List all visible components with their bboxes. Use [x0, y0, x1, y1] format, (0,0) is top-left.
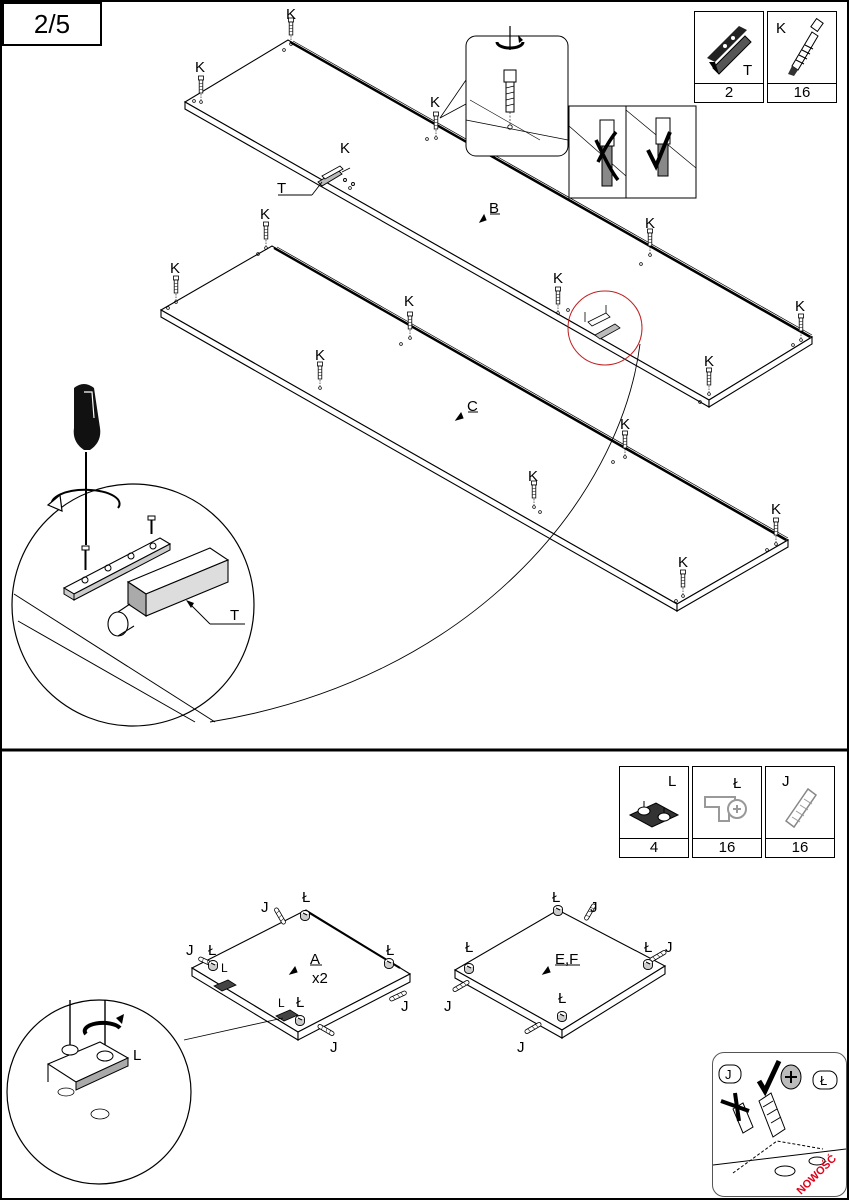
label-j: J	[261, 899, 269, 916]
zoom-inset-bolt	[439, 26, 569, 157]
label-j: J	[665, 939, 673, 956]
part-box-l: L 4	[619, 766, 689, 858]
part-letter: L	[668, 773, 677, 790]
bolt-depth-comparison	[568, 105, 697, 199]
leader-curve	[209, 343, 641, 723]
label-panel-ef: E,F	[555, 951, 578, 968]
label-l: L	[278, 996, 285, 1010]
label-k: K	[430, 94, 440, 111]
step-indicator: 2/5	[2, 2, 102, 46]
label-panel-b: B	[489, 200, 499, 217]
label-l: L	[133, 1047, 141, 1064]
warning-label-j: J	[725, 1067, 732, 1082]
dowel-vs-camlock-note: J Ł NOWOŚĆ	[712, 1052, 847, 1197]
wooden-dowel-icon	[784, 787, 818, 829]
label-l-stroke: Ł	[208, 942, 216, 959]
label-t: T	[230, 607, 239, 624]
part-letter: K	[776, 20, 787, 37]
label-panel-a-qty: x2	[312, 970, 328, 987]
part-box-t: T 2	[694, 11, 764, 103]
label-k: K	[771, 501, 781, 518]
part-box-k: K 16	[767, 11, 837, 103]
label-panel-c: C	[467, 398, 478, 415]
part-qty: 16	[693, 838, 761, 857]
label-k: K	[795, 298, 805, 315]
part-qty: 4	[620, 838, 688, 857]
panel-ef	[453, 909, 667, 1039]
cam-lock-fitting-icon	[707, 26, 752, 75]
part-box-j: J 16	[765, 766, 835, 858]
label-k: K	[195, 59, 205, 76]
part-qty: 2	[695, 83, 763, 102]
label-j: J	[401, 998, 409, 1015]
t-fitting-small	[317, 165, 355, 187]
label-l-stroke: Ł	[558, 990, 566, 1007]
detail-circle-fitting	[11, 384, 255, 727]
cam-bolt-icon	[788, 17, 824, 76]
panel-c	[159, 245, 790, 612]
label-t: T	[277, 180, 286, 197]
label-j: J	[590, 899, 598, 916]
label-j: J	[186, 942, 194, 959]
label-k: K	[553, 270, 563, 287]
label-l-stroke: Ł	[386, 942, 394, 959]
label-j: J	[517, 1039, 525, 1056]
part-box-l-stroke: Ł 16	[692, 766, 762, 858]
label-k: K	[286, 6, 296, 23]
part-letter: J	[782, 773, 790, 790]
label-l-stroke: Ł	[644, 939, 652, 956]
part-qty: 16	[766, 838, 834, 857]
label-l-stroke: Ł	[296, 994, 304, 1011]
detail-circle-shelf-support	[6, 999, 192, 1185]
label-j: J	[444, 998, 452, 1015]
label-k: K	[704, 353, 714, 370]
callout-labels: K K K K K K K K K K K K K K K K T T B C …	[133, 6, 805, 1064]
label-j: J	[330, 1039, 338, 1056]
label-k: K	[645, 215, 655, 232]
panel-b	[183, 39, 814, 408]
label-k: K	[528, 468, 538, 485]
label-l-stroke: Ł	[552, 889, 560, 906]
label-k: K	[315, 347, 325, 364]
label-k: K	[620, 416, 630, 433]
label-l-stroke: Ł	[302, 889, 310, 906]
label-k: K	[170, 260, 180, 277]
new-badge: NOWOŚĆ	[794, 1152, 839, 1196]
detail-highlight-ring	[567, 290, 643, 366]
warning-illustration: J Ł NOWOŚĆ	[713, 1059, 846, 1196]
label-l: L	[221, 961, 228, 975]
part-qty: 16	[768, 83, 836, 102]
warning-label-l: Ł	[820, 1073, 827, 1088]
label-l-stroke: Ł	[465, 939, 473, 956]
label-k: K	[260, 206, 270, 223]
cam-lock-icon	[704, 796, 747, 822]
part-letter: Ł	[733, 775, 742, 792]
label-k: K	[340, 140, 350, 157]
label-panel-a: A	[310, 951, 320, 968]
t-fitting-on-panel-c	[584, 305, 621, 340]
label-k: K	[678, 554, 688, 571]
part-letter: T	[743, 62, 753, 79]
label-k: K	[404, 293, 414, 310]
drill-holes	[166, 48, 795, 603]
panel-arrows	[288, 213, 580, 975]
shelf-support-clip-icon	[628, 801, 680, 828]
